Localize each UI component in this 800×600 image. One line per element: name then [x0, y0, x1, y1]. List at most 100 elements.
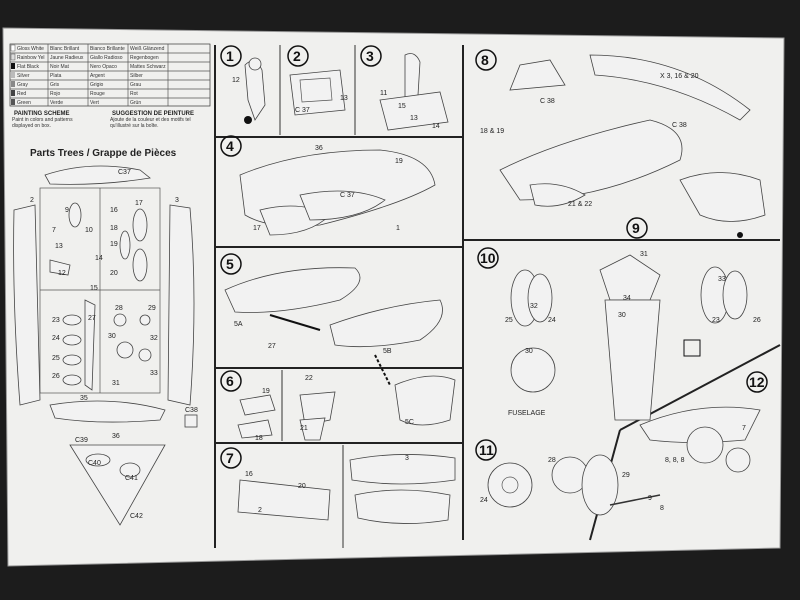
step-1-number: 1: [226, 48, 234, 64]
step-11-label-24: 24: [480, 497, 488, 504]
step-12-label-8: 8, 8, 8: [665, 457, 685, 464]
paint-row-0-col-3: Weiß Glänzend: [130, 46, 165, 52]
paint-row-3-col-2: Argent: [90, 73, 105, 79]
step-5-label-5b: 5B: [383, 348, 392, 355]
step-9-number: 9: [632, 220, 640, 236]
part-label-29: 29: [148, 305, 156, 312]
step-5-fuselage-1: [224, 267, 361, 313]
step-5-label-5c: 5C: [405, 419, 414, 426]
step-5-label-5a: 5A: [234, 321, 243, 328]
part-label-23: 23: [52, 317, 60, 324]
paint-row-2-col-1: Noir Mat: [50, 64, 70, 70]
step-5-number: 5: [226, 256, 234, 272]
engine-radial: [487, 462, 533, 508]
painting-scheme-text-en-box: Paint in colors and patterns displayed o…: [12, 117, 73, 129]
paint-row-6-col-2: Vert: [90, 100, 100, 106]
step-10-label-31: 31: [640, 251, 648, 258]
paint-row-3-col-3: Silber: [130, 73, 143, 79]
paint-row-4-col-2: Grigio: [90, 82, 104, 88]
step-10-label-26: 26: [753, 317, 761, 324]
step-10-label-30: 30: [618, 312, 626, 319]
step-6b-label-21: 21: [300, 425, 308, 432]
painting-scheme-text-fr: Ajoute de la couleur et des motifs tel q…: [110, 117, 191, 129]
step-4-label-c37: C 37: [340, 192, 355, 199]
step-8-label-c38b: C 38: [672, 122, 687, 129]
paint-row-5-col-1: Rojo: [50, 91, 61, 97]
fuselage-label: FUSELAGE: [508, 410, 546, 417]
step-7-label-3: 3: [405, 455, 409, 462]
step-6b-label-22: 22: [305, 375, 313, 382]
step-11: 11 28 29 24 9 8: [475, 439, 664, 516]
part-label-18: 18: [110, 225, 118, 232]
step-1-badge: [220, 45, 242, 67]
step-10-label-24: 24: [548, 317, 556, 324]
paint-row-5-col-3: Rot: [130, 91, 138, 97]
step-7-label-20: 20: [298, 483, 306, 490]
part-label-15: 15: [90, 285, 98, 292]
step-6-label-18: 18: [255, 435, 263, 442]
part-label-c38: C38: [185, 407, 198, 414]
step-10: 10 30 FUSELAGE 31 25 32 24 34 23 26 30 3…: [477, 247, 761, 421]
step-10-label-32: 32: [530, 303, 538, 310]
part-label-32: 32: [150, 335, 158, 342]
step-4-label-1: 1: [396, 225, 400, 232]
part-label-26: 26: [52, 373, 60, 380]
painting-scheme-text-fr-box: Ajoute de la couleur et des motifs tel q…: [110, 117, 191, 129]
paint-row-5-col-2: Rouge: [90, 91, 105, 97]
step-5-fuselage-3: [394, 375, 456, 426]
paint-row-6-col-3: Grün: [130, 100, 141, 106]
paint-row-4-col-0: Gray: [17, 82, 28, 88]
part-label-c37: C37: [118, 169, 131, 176]
paint-row-1-col-0: Rainbow Yel: [17, 55, 45, 61]
step-12-number: 12: [749, 374, 765, 390]
parts-trees-title: Parts Trees / Grappe de Pièces: [30, 148, 177, 159]
paint-row-6-col-1: Verde: [50, 100, 63, 106]
painting-scheme-title-en: PAINTING SCHEME: [14, 111, 70, 117]
step-10-label-25: 25: [505, 317, 513, 324]
step-9: 9: [626, 172, 766, 239]
painting-scheme-title-fr: SUGGESTION DE PEINTURE: [112, 111, 194, 117]
step-6-number: 6: [226, 373, 234, 389]
step-12: 12 8, 8, 8 7: [639, 371, 768, 473]
paint-table: Gloss White Blanc Brillant Bianco Brilla…: [9, 43, 211, 107]
paint-row-3-col-0: Silver: [17, 73, 30, 79]
step-3-label-13: 13: [410, 115, 418, 122]
part-label-33: 33: [150, 370, 158, 377]
part-label-c42: C42: [130, 513, 143, 520]
part-label-c41: C41: [125, 475, 138, 482]
step-4: 4 36 19 C 37 17 1: [220, 135, 436, 236]
wing-right: [167, 204, 195, 406]
step-5: 5 5A 27 5B 5C: [220, 253, 456, 426]
parts-tree-sprue: [13, 165, 198, 526]
step-11-label-29: 29: [622, 472, 630, 479]
step-3-label-11: 11: [380, 90, 387, 97]
engine-cowling: [581, 454, 619, 516]
step-11-label-8: 8: [660, 505, 664, 512]
part-label-19: 19: [110, 241, 118, 248]
paint-row-2-col-3: Mattes Schwarz: [130, 64, 166, 70]
step-11-label-9: 9: [648, 495, 652, 502]
step-11-number: 11: [479, 442, 494, 458]
part-label-9: 9: [65, 207, 69, 214]
step-3-number: 3: [366, 48, 374, 64]
part-label-31: 31: [112, 380, 120, 387]
step-3-label-14: 14: [432, 123, 440, 130]
step-7-label-16: 16: [245, 471, 253, 478]
part-label-35: 35: [80, 395, 88, 402]
paint-row-0-col-1: Blanc Brillant: [50, 46, 80, 52]
part-label-17: 17: [135, 200, 143, 207]
step-10-number: 10: [480, 250, 496, 266]
step-1: 1 12: [220, 45, 266, 124]
step-10-inset-label: 30: [525, 348, 533, 355]
step-7: 7 16 20 2 3: [220, 447, 456, 524]
part-label-14: 14: [95, 255, 103, 262]
step-2-number: 2: [293, 48, 301, 64]
paint-row-1-col-2: Giallo Radioso: [90, 55, 123, 61]
part-label-13: 13: [55, 243, 63, 250]
paint-row-2-col-2: Nero Opaco: [90, 64, 117, 70]
step-8-label-18-19: 18 & 19: [480, 128, 504, 135]
step-8: 8 C 38 X 3, 16 & 20 18 & 19 21 & 22 C 38: [475, 49, 751, 208]
paint-row-3-col-1: Plata: [50, 73, 62, 79]
step-2: 2 C 37 13: [287, 45, 348, 116]
step-8-label-c38: C 38: [540, 98, 555, 105]
